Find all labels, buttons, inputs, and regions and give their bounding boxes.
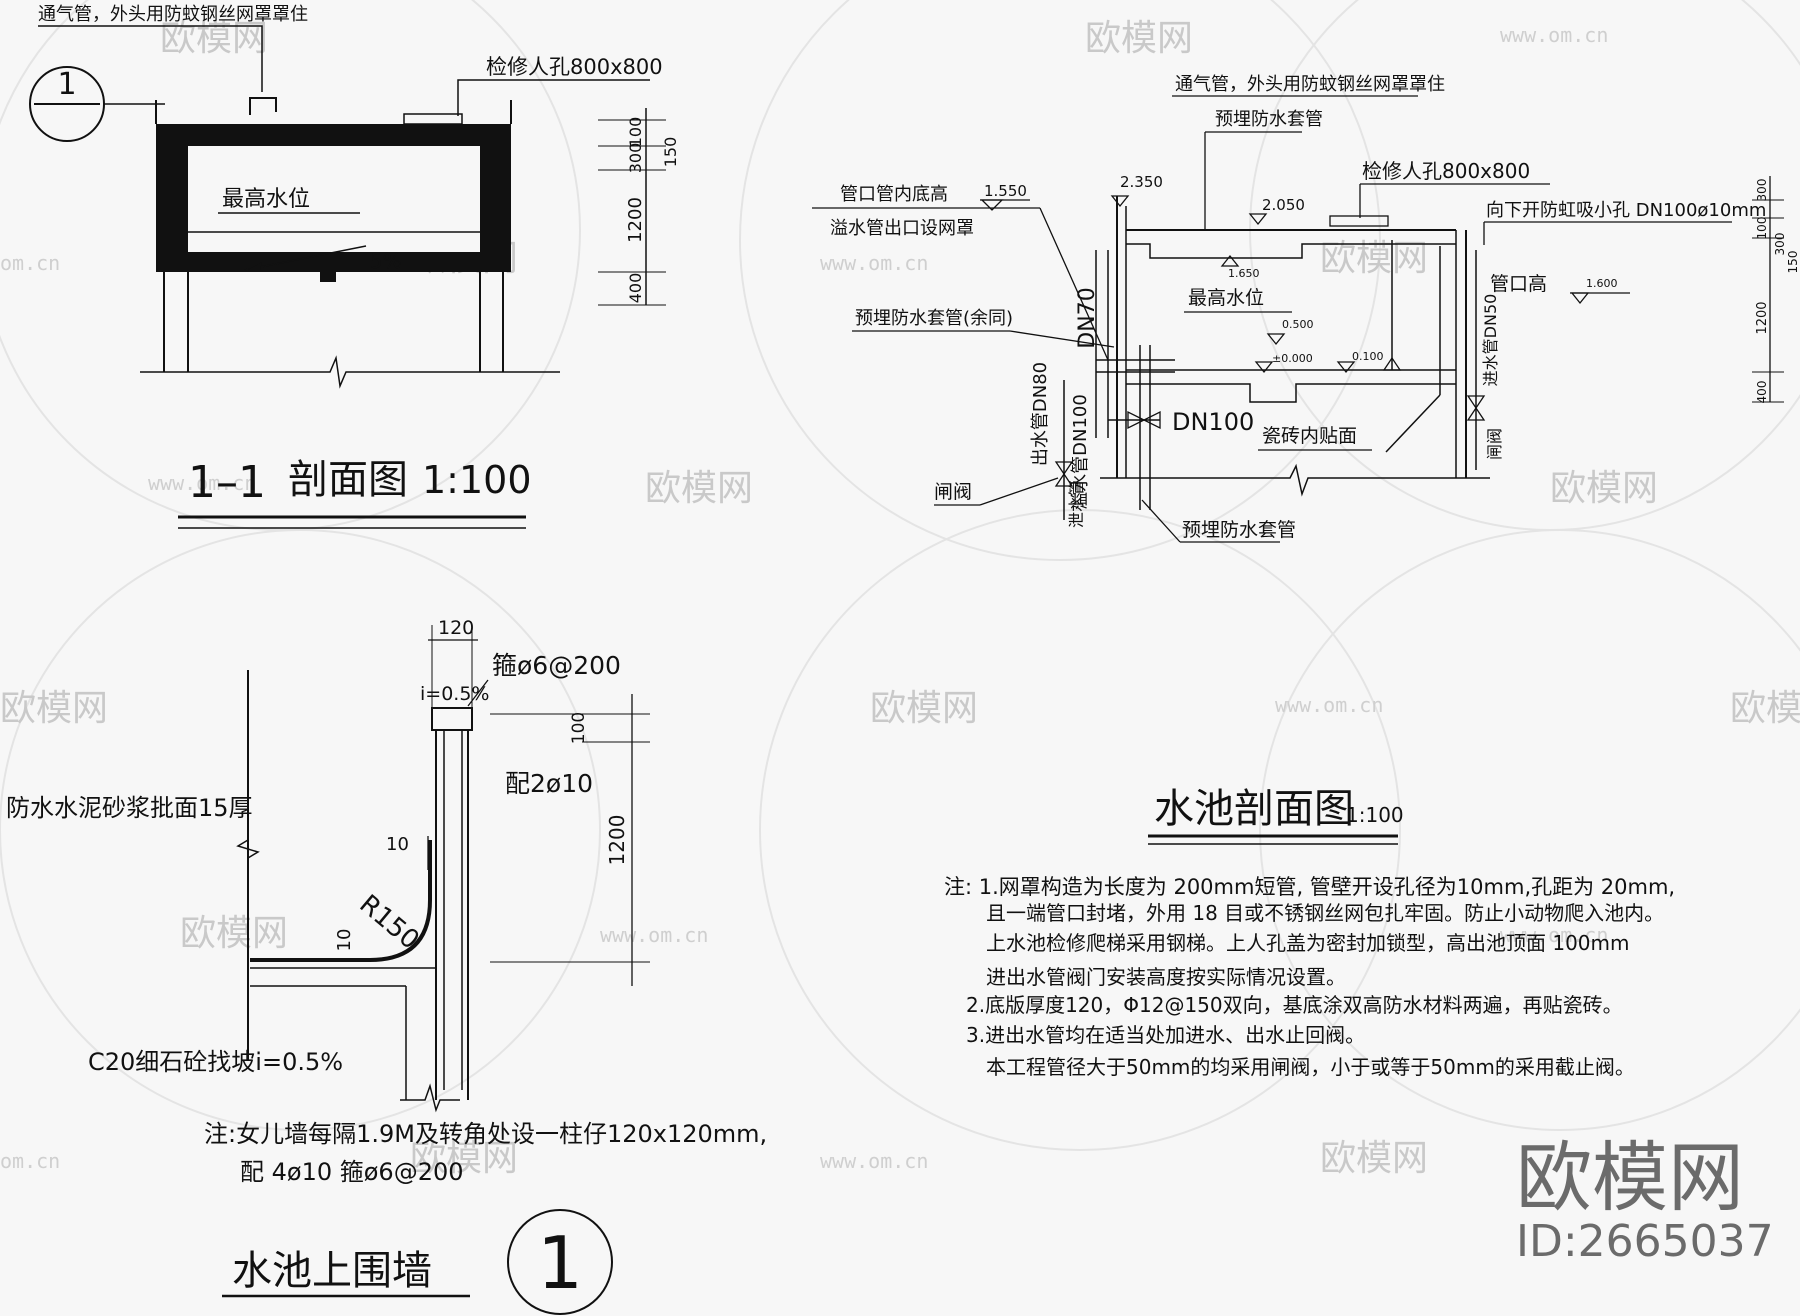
dn100-label: DN100: [1172, 408, 1254, 436]
dn80-label: 出水管DN80: [1030, 362, 1051, 466]
overflow-label: 溢水管出口设网罩: [830, 218, 974, 239]
pool-title: 水池剖面图: [1154, 786, 1354, 832]
tile-label: 瓷砖内贴面: [1262, 425, 1357, 447]
watermark-url: www.om.cn: [600, 923, 708, 947]
dim-text: 150: [661, 137, 680, 168]
dim-text: 300: [626, 143, 645, 174]
dim-text: 120: [438, 617, 474, 639]
watermark-arcs: [0, 0, 1800, 1151]
sleeve-bottom-label: 预埋防水套管: [1182, 519, 1296, 541]
notes-block: 注: 1.网罩构造为长度为 200mm短管, 管壁开设孔径为10mm,孔距为 2…: [944, 875, 1675, 1079]
dim-text: 100: [569, 712, 589, 744]
level-mark: 1.650: [1228, 267, 1260, 280]
slope-label: i=0.5%: [420, 683, 489, 705]
note-line: 且一端管口封堵，外用 18 目或不锈钢丝网包扎牢固。防止小动物爬入池内。: [986, 901, 1664, 925]
stirrup-label: 箍ø6@200: [492, 651, 621, 680]
pool-manhole-label: 检修人孔800x800: [1362, 159, 1530, 183]
watermark-brand: 欧模网: [180, 913, 288, 954]
pipe-height-label: 管口高: [1490, 273, 1547, 295]
pipe-bottom-label: 管口管内底高: [840, 184, 948, 205]
watermark-brand: 欧模网: [1730, 688, 1800, 729]
level-mark: 1.550: [984, 182, 1027, 200]
note-line: 注: 1.网罩构造为长度为 200mm短管, 管壁开设孔径为10mm,孔距为 2…: [944, 875, 1675, 899]
vent-note: 通气管，外头用防蚊钢丝网罩罩住: [38, 4, 308, 25]
index-number: 1: [57, 67, 76, 102]
dim-text: 1200: [605, 815, 629, 866]
section-title-prefix: 1–1: [188, 457, 266, 508]
watermark-brand: 欧模网: [870, 688, 978, 729]
mortar-label: 防水水泥砂浆批面15厚: [6, 794, 253, 822]
watermark-id: ID:2665037: [1516, 1216, 1774, 1267]
watermark-brand: 欧模网: [645, 468, 753, 509]
wall-index-circle: [507, 1209, 613, 1315]
level-mark: 2.050: [1262, 196, 1305, 214]
watermark-url: www.om.cn: [1275, 693, 1383, 717]
section-scale: 1:100: [422, 458, 532, 502]
dim-text: 10: [334, 929, 355, 952]
watermark-brand: 欧模网: [1085, 18, 1193, 59]
wall-note-1: 注:女儿墙每隔1.9M及转角处设一柱仔120x120mm,: [204, 1120, 767, 1148]
dim-text: 300: [1755, 179, 1769, 202]
sleeve-other-label: 预埋防水套管(余同): [855, 308, 1013, 329]
watermark-url: www.om.cn: [1500, 23, 1608, 47]
watermark-url: om.cn: [0, 1149, 60, 1173]
dim-text: 400: [626, 273, 645, 304]
watermark-texts: 欧模网 欧模网 欧模网 欧模网 欧模网 欧模网 欧模网 欧模网 欧模网 欧模网 …: [0, 18, 1800, 1179]
note-line: 进出水管阀门安装高度按实际情况设置。: [986, 965, 1346, 989]
drain-bottom-label: 泄水管: [1067, 480, 1086, 528]
level-mark: ±0.000: [1272, 352, 1313, 365]
rebar-label: 配2ø10: [505, 769, 593, 798]
level-mark: 0.100: [1352, 350, 1384, 363]
watermark-url: www.om.cn: [1500, 923, 1608, 947]
watermark-brand: 欧模网: [1320, 1138, 1428, 1179]
watermark-brand: 欧模网: [1320, 238, 1428, 279]
dim-text: 150: [1786, 251, 1800, 274]
dim-text: 1200: [1755, 301, 1770, 334]
pool-vent-label: 通气管，外头用防蚊钢丝网罩罩住: [1175, 74, 1445, 95]
wall-index-number: 1: [537, 1221, 583, 1305]
pool-section: 通气管，外头用防蚊钢丝网罩罩住 预埋防水套管 检修人孔800x800 管口管内底…: [812, 74, 1800, 845]
watermark-brand: 欧模网: [0, 688, 108, 729]
level-mark: 2.350: [1120, 173, 1163, 191]
valve-left-label: 闸阀: [934, 481, 972, 503]
wall-title: 水池上围墙: [232, 1248, 432, 1294]
note-line: 2.底版厚度120，Φ12@150双向，基底涂双高防水材料两遍，再贴瓷砖。: [966, 993, 1623, 1017]
valve-right-label: 闸阀: [1485, 428, 1504, 460]
dim-text: 100: [1755, 217, 1769, 240]
note-line: 3.进出水管均在适当处加进水、出水止回阀。: [966, 1023, 1365, 1047]
watermark-url: www.om.cn: [148, 471, 256, 495]
dim-text: 1200: [625, 197, 646, 243]
pool-max-level: 最高水位: [1188, 287, 1264, 309]
slope-label: 5%: [370, 249, 402, 273]
pool-sleeve-label: 预埋防水套管: [1215, 109, 1323, 130]
dim-text: 300: [1773, 233, 1787, 256]
wall-detail: 120 箍ø6@200 i=0.5% R150 10 10 配2ø10 防水水泥…: [6, 617, 767, 1315]
level-mark: 0.500: [1282, 318, 1314, 331]
watermark-logo: 欧模网: [1516, 1133, 1744, 1222]
dim-text: 100: [626, 117, 645, 148]
screed-label: C20细石砼找坡i=0.5%: [88, 1048, 343, 1076]
watermark-url: www.om.cn: [820, 1149, 928, 1173]
note-line: 本工程管径大于50mm的均采用闸阀，小于或等于50mm的采用截止阀。: [986, 1055, 1635, 1079]
dn50-label: 进水管DN50: [1481, 294, 1500, 387]
dim-text: 400: [1755, 381, 1769, 404]
note-line: 上水池检修爬梯采用钢梯。上人孔盖为密封加锁型，高出池顶面 100mm: [986, 931, 1630, 955]
pool-scale: 1:100: [1346, 803, 1404, 827]
watermark-brand: 欧模网: [1550, 468, 1658, 509]
siphon-label: 向下开防虹吸小孔 DN100ø10mm: [1486, 200, 1766, 221]
dim-text: 10: [386, 834, 409, 855]
max-level-label: 最高水位: [222, 187, 310, 212]
section-1-1: 1 通气管，外头用防蚊钢丝网罩罩住 检修人孔800x800 最高水位 5%: [29, 4, 680, 529]
dn100-drain-label: 溢水管DN100: [1070, 394, 1091, 510]
watermark-url: www.om.cn: [820, 251, 928, 275]
level-mark: 1.600: [1586, 277, 1618, 290]
dn70-label: DN70: [1075, 287, 1100, 348]
manhole-label: 检修人孔800x800: [486, 55, 663, 79]
watermark-brand: 欧模网: [410, 1138, 518, 1179]
watermark-brand: 欧模网: [160, 18, 268, 59]
wall-note-2: 配 4ø10 箍ø6@200: [240, 1158, 464, 1186]
section-title: 剖面图: [288, 457, 408, 503]
watermark-url: om.cn: [0, 251, 60, 275]
